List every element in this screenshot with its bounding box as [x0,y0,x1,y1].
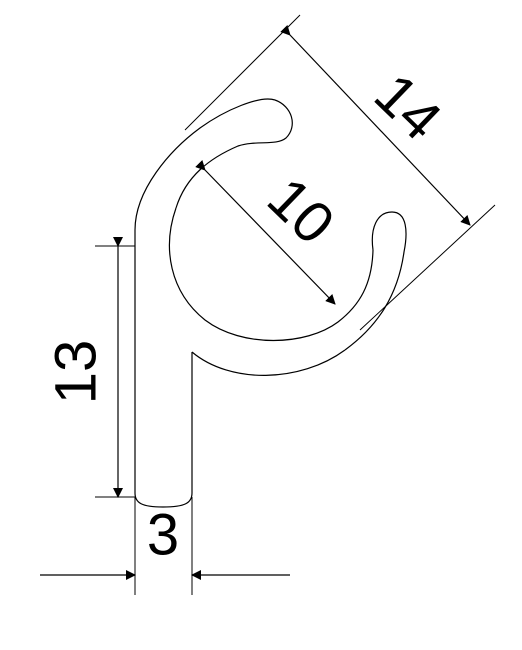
dimension-label-10: 10 [255,165,347,257]
stem-bottom [134,492,193,508]
dim-line-10 [195,160,336,305]
bottom-lobe [344,211,407,351]
dim-line-14 [280,25,471,226]
ext-line-top-left [184,14,301,131]
dimension-label-13: 13 [43,340,108,405]
profile-outline [134,98,407,508]
inner-circle [168,207,374,341]
outer-curve-left [134,98,276,231]
dimension-label-14: 14 [362,61,454,153]
ext-line-bottom-right [359,204,496,331]
dimension-lines [40,25,471,580]
dimension-label-3: 3 [147,502,179,567]
outer-curve-bottom [191,349,346,376]
